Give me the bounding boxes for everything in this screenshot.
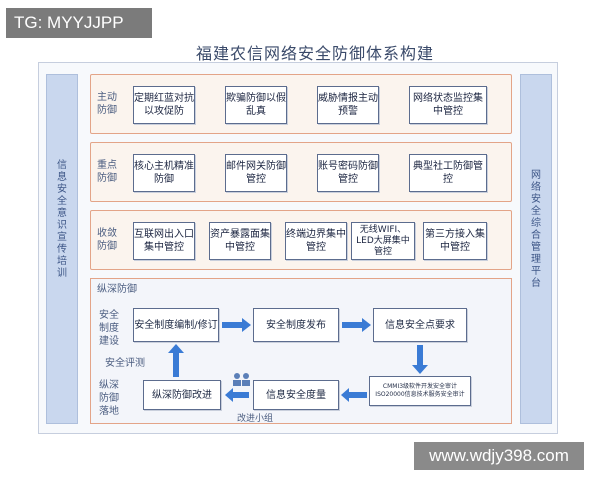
node-threat-intel: 威胁情报主动预警 bbox=[317, 86, 379, 124]
node-social-engineering: 典型社工防御管控 bbox=[409, 154, 487, 192]
left-sidebar-label: 信息安全意识宣传培训 bbox=[57, 160, 67, 279]
node-internet-gateway: 互联网出入口集中管控 bbox=[133, 222, 195, 260]
box-policy-publish: 安全制度发布 bbox=[253, 308, 339, 342]
node-redblue: 定期红蓝对抗以攻促防 bbox=[133, 86, 195, 124]
node-endpoint-boundary: 终端边界集中管控 bbox=[285, 222, 347, 260]
box-policy-edit: 安全制度编制/修订 bbox=[133, 308, 219, 342]
label-policy-building: 安全制度建设 bbox=[99, 310, 119, 347]
group-label: 改进小组 bbox=[237, 414, 274, 424]
row-key-defense: 重点防御 核心主机精准防御 邮件网关防御管控 账号密码防御管控 典型社工防御管控 bbox=[90, 142, 512, 202]
node-mail-gateway: 邮件网关防御管控 bbox=[225, 154, 287, 192]
page-title: 福建农信网络安全防御体系构建 bbox=[195, 44, 434, 63]
node-asset-exposure: 资产暴露面集中管控 bbox=[209, 222, 271, 260]
row-label: 重点防御 bbox=[97, 160, 117, 184]
depth-defense-section: 纵深防御 安全制度建设 安全评测 纵深防御落地 安全制度编制/修订 安全制度发布… bbox=[90, 278, 512, 424]
node-network-monitor: 网络状态监控集中管控 bbox=[409, 86, 487, 124]
box-measure: 信息安全度量 bbox=[253, 380, 339, 410]
label-depth-landing: 纵深防御落地 bbox=[99, 380, 119, 417]
watermark-tag: TG: MYYJJPP bbox=[6, 8, 152, 38]
arrow-down-icon bbox=[412, 345, 428, 374]
node-deception: 欺骗防御以假乱真 bbox=[225, 86, 287, 124]
arrow-up-icon bbox=[168, 344, 184, 377]
box-audit-standards: CMMI3级软件开发安全审计 ISO20000信息技术服务安全审计 bbox=[369, 376, 471, 406]
right-sidebar: 网络安全综合管理平台 bbox=[520, 74, 552, 424]
node-third-party: 第三方接入集中管控 bbox=[423, 222, 487, 260]
flow-arrows bbox=[168, 318, 428, 402]
left-sidebar: 信息安全意识宣传培训 bbox=[46, 74, 78, 424]
node-core-host: 核心主机精准防御 bbox=[133, 154, 195, 192]
row-convergence-defense: 收敛防御 互联网出入口集中管控 资产暴露面集中管控 终端边界集中管控 无线WIF… bbox=[90, 210, 512, 270]
label-security-eval: 安全评测 bbox=[105, 358, 145, 369]
watermark-site: www.wdjy398.com bbox=[414, 442, 584, 470]
node-account-password: 账号密码防御管控 bbox=[317, 154, 379, 192]
arrow-left-icon bbox=[225, 388, 367, 402]
arrow-right-icon bbox=[222, 318, 371, 332]
right-sidebar-label: 网络安全综合管理平台 bbox=[531, 170, 541, 289]
row-label: 收敛防御 bbox=[97, 228, 117, 252]
box-requirements: 信息安全点要求 bbox=[373, 308, 467, 342]
depth-heading: 纵深防御 bbox=[97, 284, 137, 295]
people-icon bbox=[233, 373, 250, 386]
node-wifi-led: 无线WIFI、LED大屏集中管控 bbox=[351, 222, 415, 260]
row-active-defense: 主动防御 定期红蓝对抗以攻促防 欺骗防御以假乱真 威胁情报主动预警 网络状态监控… bbox=[90, 74, 512, 134]
row-label: 主动防御 bbox=[97, 92, 117, 116]
box-improve: 纵深防御改进 bbox=[143, 380, 221, 410]
